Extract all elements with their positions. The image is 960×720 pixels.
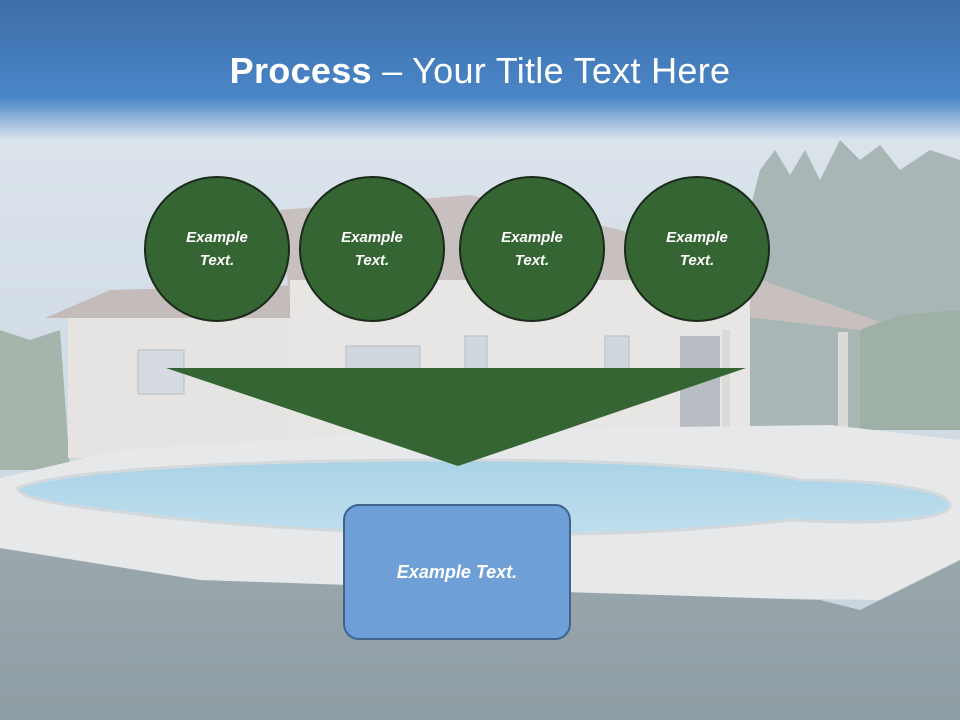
- step-3-line-1: Example: [501, 229, 563, 246]
- step-3-line-2: Text.: [514, 252, 550, 269]
- header-band: [0, 0, 960, 140]
- step-2-line-2: Text.: [354, 252, 390, 269]
- result-box[interactable]: Example Text.: [343, 504, 571, 640]
- step-2-line-1: Example: [341, 229, 403, 246]
- slide-title: Process – Your Title Text Here: [0, 50, 960, 92]
- step-4-line-1: Example: [666, 229, 728, 246]
- title-bold-part: Process: [229, 50, 372, 91]
- result-label: Example Text.: [396, 561, 518, 582]
- step-1-line-2: Text.: [199, 252, 235, 269]
- step-4-line-2: Text.: [679, 252, 715, 269]
- title-rest-part: – Your Title Text Here: [371, 50, 731, 91]
- step-1-line-1: Example: [186, 229, 248, 246]
